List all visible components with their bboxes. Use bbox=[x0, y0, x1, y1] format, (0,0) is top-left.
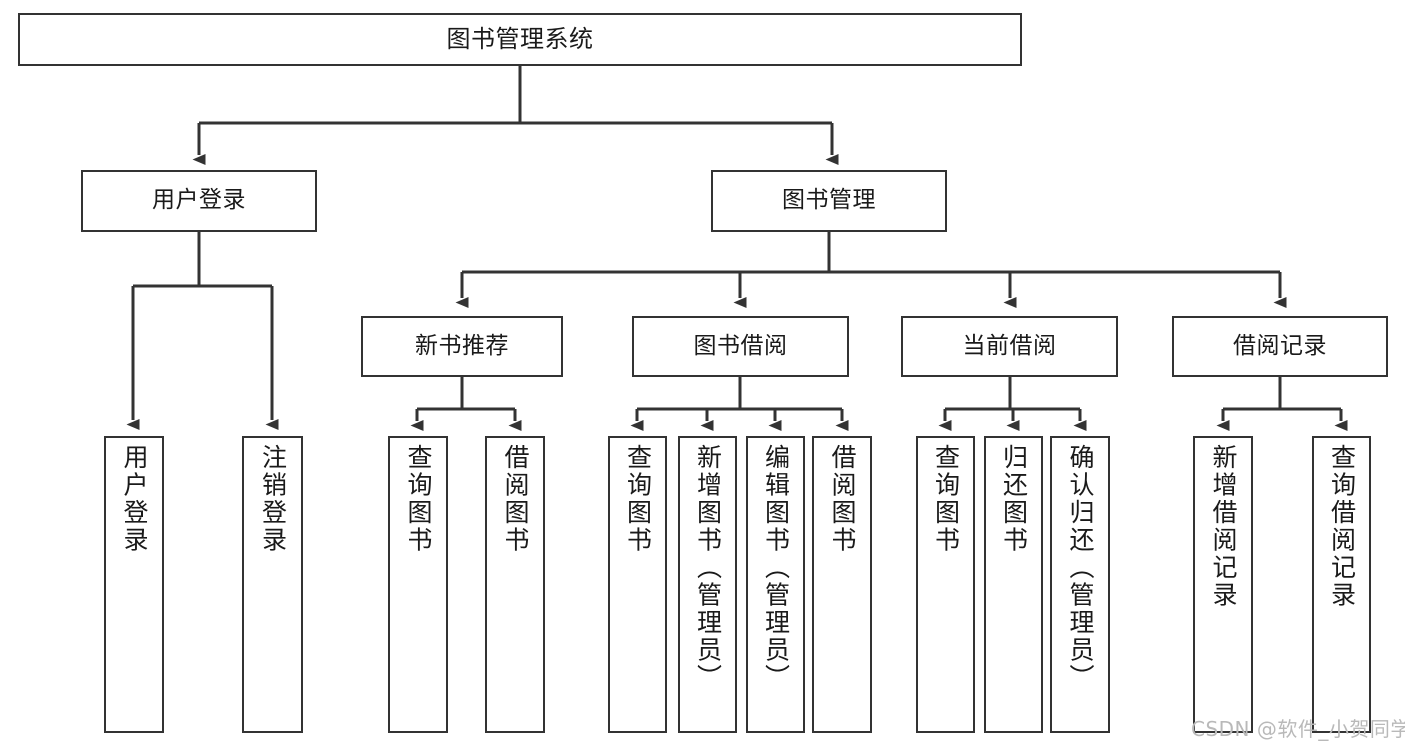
node-borrow-records[interactable]: 借阅记录 bbox=[1172, 316, 1388, 377]
leaf-edit-book[interactable]: 编辑图书（管理员） bbox=[746, 436, 805, 733]
leaf-add-book[interactable]: 新增图书（管理员） bbox=[678, 436, 737, 733]
leaf-query-book-3-label: 查询图书 bbox=[931, 444, 961, 554]
node-book-management[interactable]: 图书管理 bbox=[711, 170, 947, 232]
leaf-return-book-label: 归还图书 bbox=[999, 444, 1029, 554]
leaf-query-book-3[interactable]: 查询图书 bbox=[916, 436, 975, 733]
leaf-borrow-book-1-label: 借阅图书 bbox=[501, 444, 530, 554]
leaf-add-book-label: 新增图书（管理员） bbox=[693, 444, 723, 692]
leaf-borrow-book-2[interactable]: 借阅图书 bbox=[812, 436, 872, 733]
leaf-logout-label: 注销登录 bbox=[258, 444, 288, 554]
leaf-edit-book-label: 编辑图书（管理员） bbox=[761, 444, 791, 692]
leaf-query-record[interactable]: 查询借阅记录 bbox=[1312, 436, 1371, 733]
leaf-user-login[interactable]: 用户登录 bbox=[104, 436, 164, 733]
leaf-query-record-label: 查询借阅记录 bbox=[1327, 444, 1357, 609]
node-user-login-label: 用户登录 bbox=[152, 187, 246, 214]
node-root-label: 图书管理系统 bbox=[446, 25, 594, 54]
leaf-add-record-label: 新增借阅记录 bbox=[1209, 444, 1238, 609]
node-book-borrow[interactable]: 图书借阅 bbox=[632, 316, 849, 377]
leaf-query-book-1-label: 查询图书 bbox=[404, 444, 433, 554]
csdn-watermark: CSDN @软件_小贺同学 bbox=[1191, 717, 1405, 741]
node-current-borrow-label: 当前借阅 bbox=[962, 332, 1057, 359]
node-book-management-label: 图书管理 bbox=[782, 187, 876, 214]
node-book-borrow-label: 图书借阅 bbox=[693, 332, 788, 359]
leaf-query-book-2-label: 查询图书 bbox=[623, 444, 653, 554]
node-user-login[interactable]: 用户登录 bbox=[81, 170, 317, 232]
node-new-book-recommend[interactable]: 新书推荐 bbox=[361, 316, 563, 377]
leaf-user-login-label: 用户登录 bbox=[120, 444, 149, 554]
leaf-confirm-return-label: 确认归还（管理员） bbox=[1066, 444, 1095, 692]
node-borrow-records-label: 借阅记录 bbox=[1233, 332, 1327, 359]
leaf-borrow-book-1[interactable]: 借阅图书 bbox=[485, 436, 545, 733]
node-root[interactable]: 图书管理系统 bbox=[18, 13, 1022, 66]
leaf-return-book[interactable]: 归还图书 bbox=[984, 436, 1043, 733]
node-current-borrow[interactable]: 当前借阅 bbox=[901, 316, 1118, 377]
leaf-confirm-return[interactable]: 确认归还（管理员） bbox=[1050, 436, 1110, 733]
leaf-query-book-2[interactable]: 查询图书 bbox=[608, 436, 667, 733]
leaf-borrow-book-2-label: 借阅图书 bbox=[828, 444, 857, 554]
leaf-add-record[interactable]: 新增借阅记录 bbox=[1193, 436, 1253, 733]
leaf-logout[interactable]: 注销登录 bbox=[242, 436, 303, 733]
node-new-book-recommend-label: 新书推荐 bbox=[415, 332, 509, 359]
leaf-query-book-1[interactable]: 查询图书 bbox=[388, 436, 448, 733]
